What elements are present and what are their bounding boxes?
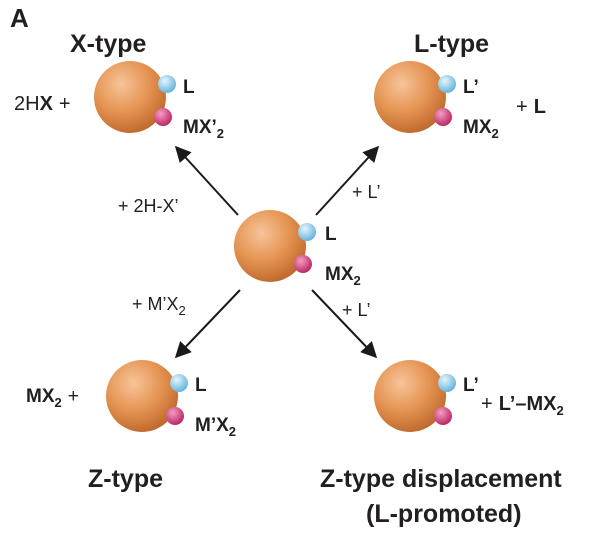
- center-nanocrystal: [234, 210, 306, 282]
- z-displacement-reagent-label: + L’: [342, 300, 371, 320]
- arrow-to-x-type: [174, 145, 239, 216]
- l-type-z-ligand: [434, 108, 452, 126]
- l-type-ligand-z-label: MX2: [463, 117, 499, 141]
- arrow-to-l-type: [315, 145, 380, 216]
- x-type-ligand-z-label: MX’2: [183, 117, 224, 141]
- x-type-panel: X-type 2HX+ L MX’2 + 2H-X’: [14, 30, 224, 216]
- x-type-z-ligand: [154, 108, 172, 126]
- z-type-reagent-label: + M’X2: [132, 294, 186, 318]
- z-type-title: Z-type: [88, 465, 163, 493]
- x-type-released-species: 2HX+: [14, 93, 71, 115]
- z-displacement-nanocrystal: [374, 360, 446, 432]
- z-type-l-ligand: [170, 374, 188, 392]
- center-z-ligand: [294, 255, 312, 273]
- l-type-panel: L-type L’ MX2 +L + L’: [352, 30, 546, 202]
- arrow-to-z-type: [174, 289, 241, 359]
- z-displacement-title-line1: Z-type displacement: [320, 465, 562, 493]
- center-nanocrystal-group: L MX2: [234, 210, 361, 288]
- x-type-reagent-label: + 2H-X’: [118, 196, 179, 216]
- z-type-z-ligand: [166, 407, 184, 425]
- x-type-nanocrystal: [94, 61, 166, 133]
- center-ligand-l-label: L: [325, 224, 337, 245]
- z-type-panel: + M’X2 MX2+ L M’X2 Z-type: [26, 294, 236, 493]
- z-displacement-released-species: +L’–MX2: [481, 393, 564, 418]
- z-type-nanocrystal: [106, 360, 178, 432]
- center-ligand-z-label: MX2: [325, 264, 361, 288]
- z-displacement-panel: + L’ L’ +L’–MX2 Z-type displacement (L-p…: [320, 300, 564, 528]
- x-type-ligand-l-label: L: [183, 77, 195, 98]
- z-type-ligand-z-label: M’X2: [195, 415, 236, 439]
- l-type-nanocrystal: [374, 61, 446, 133]
- z-type-ligand-l-label: L: [195, 375, 207, 396]
- l-type-l-ligand: [438, 75, 456, 93]
- x-type-l-ligand: [158, 75, 176, 93]
- z-type-released-species: MX2+: [26, 386, 79, 410]
- center-l-ligand: [298, 223, 316, 241]
- z-displacement-ligand-l-label: L’: [463, 375, 479, 396]
- arrow-to-z-displacement: [311, 289, 378, 359]
- panel-label: A: [10, 3, 29, 33]
- l-type-released-species: +L: [516, 96, 546, 118]
- z-displacement-title-line2: (L-promoted): [366, 500, 522, 528]
- l-type-ligand-l-label: L’: [463, 77, 479, 98]
- x-type-title: X-type: [70, 30, 147, 58]
- z-displacement-z-ligand: [434, 407, 452, 425]
- l-type-title: L-type: [414, 30, 489, 58]
- l-type-reagent-label: + L’: [352, 182, 381, 202]
- z-displacement-l-ligand: [438, 374, 456, 392]
